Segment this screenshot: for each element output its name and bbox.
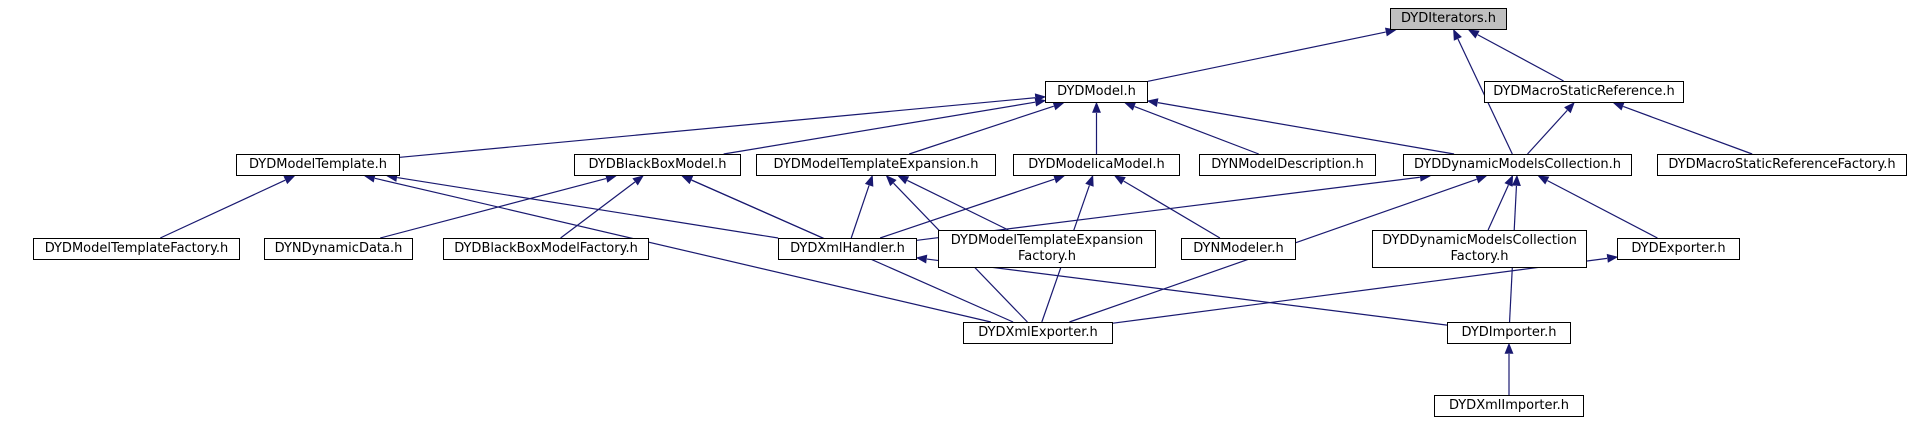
node-dyd-xml-handler[interactable]: DYDXmlHandler.h xyxy=(778,238,917,260)
arrowhead-modelica_model-to-model xyxy=(1092,101,1101,113)
edge-dynamic_models_collection-to-model xyxy=(1157,102,1455,155)
edge-macro_static_ref-to-iterators xyxy=(1477,34,1564,82)
edge-model_template_factory-to-model_template xyxy=(160,179,286,239)
edge-model_template-to-model xyxy=(399,97,1036,158)
node-dyd-dynamic-models-collection[interactable]: DYDDynamicModelsCollection.h xyxy=(1403,154,1632,176)
arrowhead-xml_exporter-to-dynamic_models_collection xyxy=(1475,175,1488,184)
node-dyn-dynamic-data[interactable]: DYNDynamicData.h xyxy=(264,238,413,260)
edge-model-to-iterators xyxy=(1147,31,1386,82)
arrowhead-dynamic_models_collection_factory-to-dynamic_models_collection xyxy=(1504,174,1514,187)
arrowhead-xml_importer-to-importer xyxy=(1504,342,1514,354)
edge-blackbox_model_factory-to-blackbox_model xyxy=(560,181,636,239)
edge-dynamic_models_collection-to-macro_static_ref xyxy=(1527,109,1568,155)
edge-xml_handler-to-model_template xyxy=(397,176,779,239)
node-dyd-model-template-expansion[interactable]: DYDModelTemplateExpansion.h xyxy=(756,154,996,176)
edge-dyn_dynamic_data-to-blackbox_model xyxy=(380,177,607,239)
node-dyd-model-template-factory[interactable]: DYDModelTemplateFactory.h xyxy=(33,238,240,260)
node-dyd-modelica-model[interactable]: DYDModelicaModel.h xyxy=(1013,154,1180,176)
node-dyd-importer[interactable]: DYDImporter.h xyxy=(1447,322,1571,344)
arrowhead-xml_handler-to-model_template_expansion xyxy=(864,174,874,187)
edge-exporter-to-dynamic_models_collection xyxy=(1547,180,1658,239)
edge-model_template_expansion_factory-to-model_template_expansion xyxy=(907,179,1009,231)
edge-xml_handler-to-model_template_expansion xyxy=(850,185,870,239)
arrowhead-dynamic_models_collection-to-model xyxy=(1146,98,1159,107)
arrowhead-blackbox_model-to-model xyxy=(1034,97,1047,107)
node-dyd-xml-importer[interactable]: DYDXmlImporter.h xyxy=(1434,395,1584,417)
arrowhead-xml_exporter-to-exporter xyxy=(1606,253,1619,263)
node-dyd-macro-static-reference[interactable]: DYDMacroStaticReference.h xyxy=(1484,81,1684,103)
arrowhead-dyn_model_description-to-model xyxy=(1124,102,1137,111)
edge-importer-to-xml_handler xyxy=(926,258,1448,326)
arrowhead-xml_handler-to-modelica_model xyxy=(1053,174,1066,184)
edge-macro_static_ref_factory-to-macro_static_ref xyxy=(1623,105,1753,155)
edge-blackbox_model-to-model xyxy=(723,101,1036,155)
node-dyd-macro-static-reference-factory[interactable]: DYDMacroStaticReferenceFactory.h xyxy=(1657,154,1907,176)
arrowhead-macro_static_ref-to-iterators xyxy=(1467,29,1480,39)
arrowhead-macro_static_ref_factory-to-macro_static_ref xyxy=(1612,102,1625,111)
arrowhead-model_template_expansion_factory-to-model_template_expansion xyxy=(897,175,910,185)
arrowhead-xml_exporter-to-modelica_model xyxy=(1085,174,1094,187)
arrowhead-blackbox_model_factory-to-blackbox_model xyxy=(632,175,644,186)
node-dyd-blackbox-model[interactable]: DYDBlackBoxModel.h xyxy=(574,154,741,176)
node-dyd-exporter[interactable]: DYDExporter.h xyxy=(1617,238,1740,260)
node-dyd-iterators: DYDIterators.h xyxy=(1390,8,1507,30)
arrowhead-dynamic_models_collection-to-macro_static_ref xyxy=(1564,102,1575,114)
edge-model_template_expansion-to-model xyxy=(909,105,1054,155)
edge-xml_exporter-to-exporter xyxy=(1112,257,1608,324)
node-dyd-xml-exporter[interactable]: DYDXmlExporter.h xyxy=(963,322,1113,344)
arrowhead-importer-to-dynamic_models_collection xyxy=(1512,174,1521,186)
arrowhead-model_template_factory-to-model_template xyxy=(283,175,296,185)
arrowhead-xml_exporter-to-blackbox_model xyxy=(681,175,694,185)
node-dyd-model-template[interactable]: DYDModelTemplate.h xyxy=(236,154,400,176)
arrowhead-dynamic_models_collection-to-iterators xyxy=(1453,28,1462,41)
node-dyn-model-description[interactable]: DYNModelDescription.h xyxy=(1199,154,1376,176)
arrowhead-importer-to-xml_handler xyxy=(915,254,928,264)
node-dyd-dynamic-models-collection-factory[interactable]: DYDDynamicModelsCollection Factory.h xyxy=(1372,230,1587,268)
arrowhead-model_template_expansion-to-model xyxy=(1052,101,1065,111)
arrowhead-exporter-to-dynamic_models_collection xyxy=(1537,175,1550,185)
edge-xml_handler-to-modelica_model xyxy=(879,178,1055,239)
edge-dynamic_models_collection_factory-to-dynamic_models_collection xyxy=(1487,184,1509,231)
edge-dyn_modeler-to-modelica_model xyxy=(1123,180,1221,239)
edge-dyn_model_description-to-model xyxy=(1134,106,1259,155)
node-dyd-model-template-expansion-factory[interactable]: DYDModelTemplateExpansion Factory.h xyxy=(938,230,1156,268)
edge-xml_handler-to-dynamic_models_collection xyxy=(916,176,1420,241)
arrowhead-dyn_modeler-to-modelica_model xyxy=(1113,175,1126,185)
node-dyd-blackbox-model-factory[interactable]: DYDBlackBoxModelFactory.h xyxy=(443,238,649,260)
edge-xml_exporter-to-model_template xyxy=(374,177,991,323)
arrowhead-xml_exporter-to-model_template_expansion xyxy=(885,175,897,187)
node-dyd-model[interactable]: DYDModel.h xyxy=(1045,81,1148,103)
node-dyn-modeler[interactable]: DYNModeler.h xyxy=(1181,238,1296,260)
